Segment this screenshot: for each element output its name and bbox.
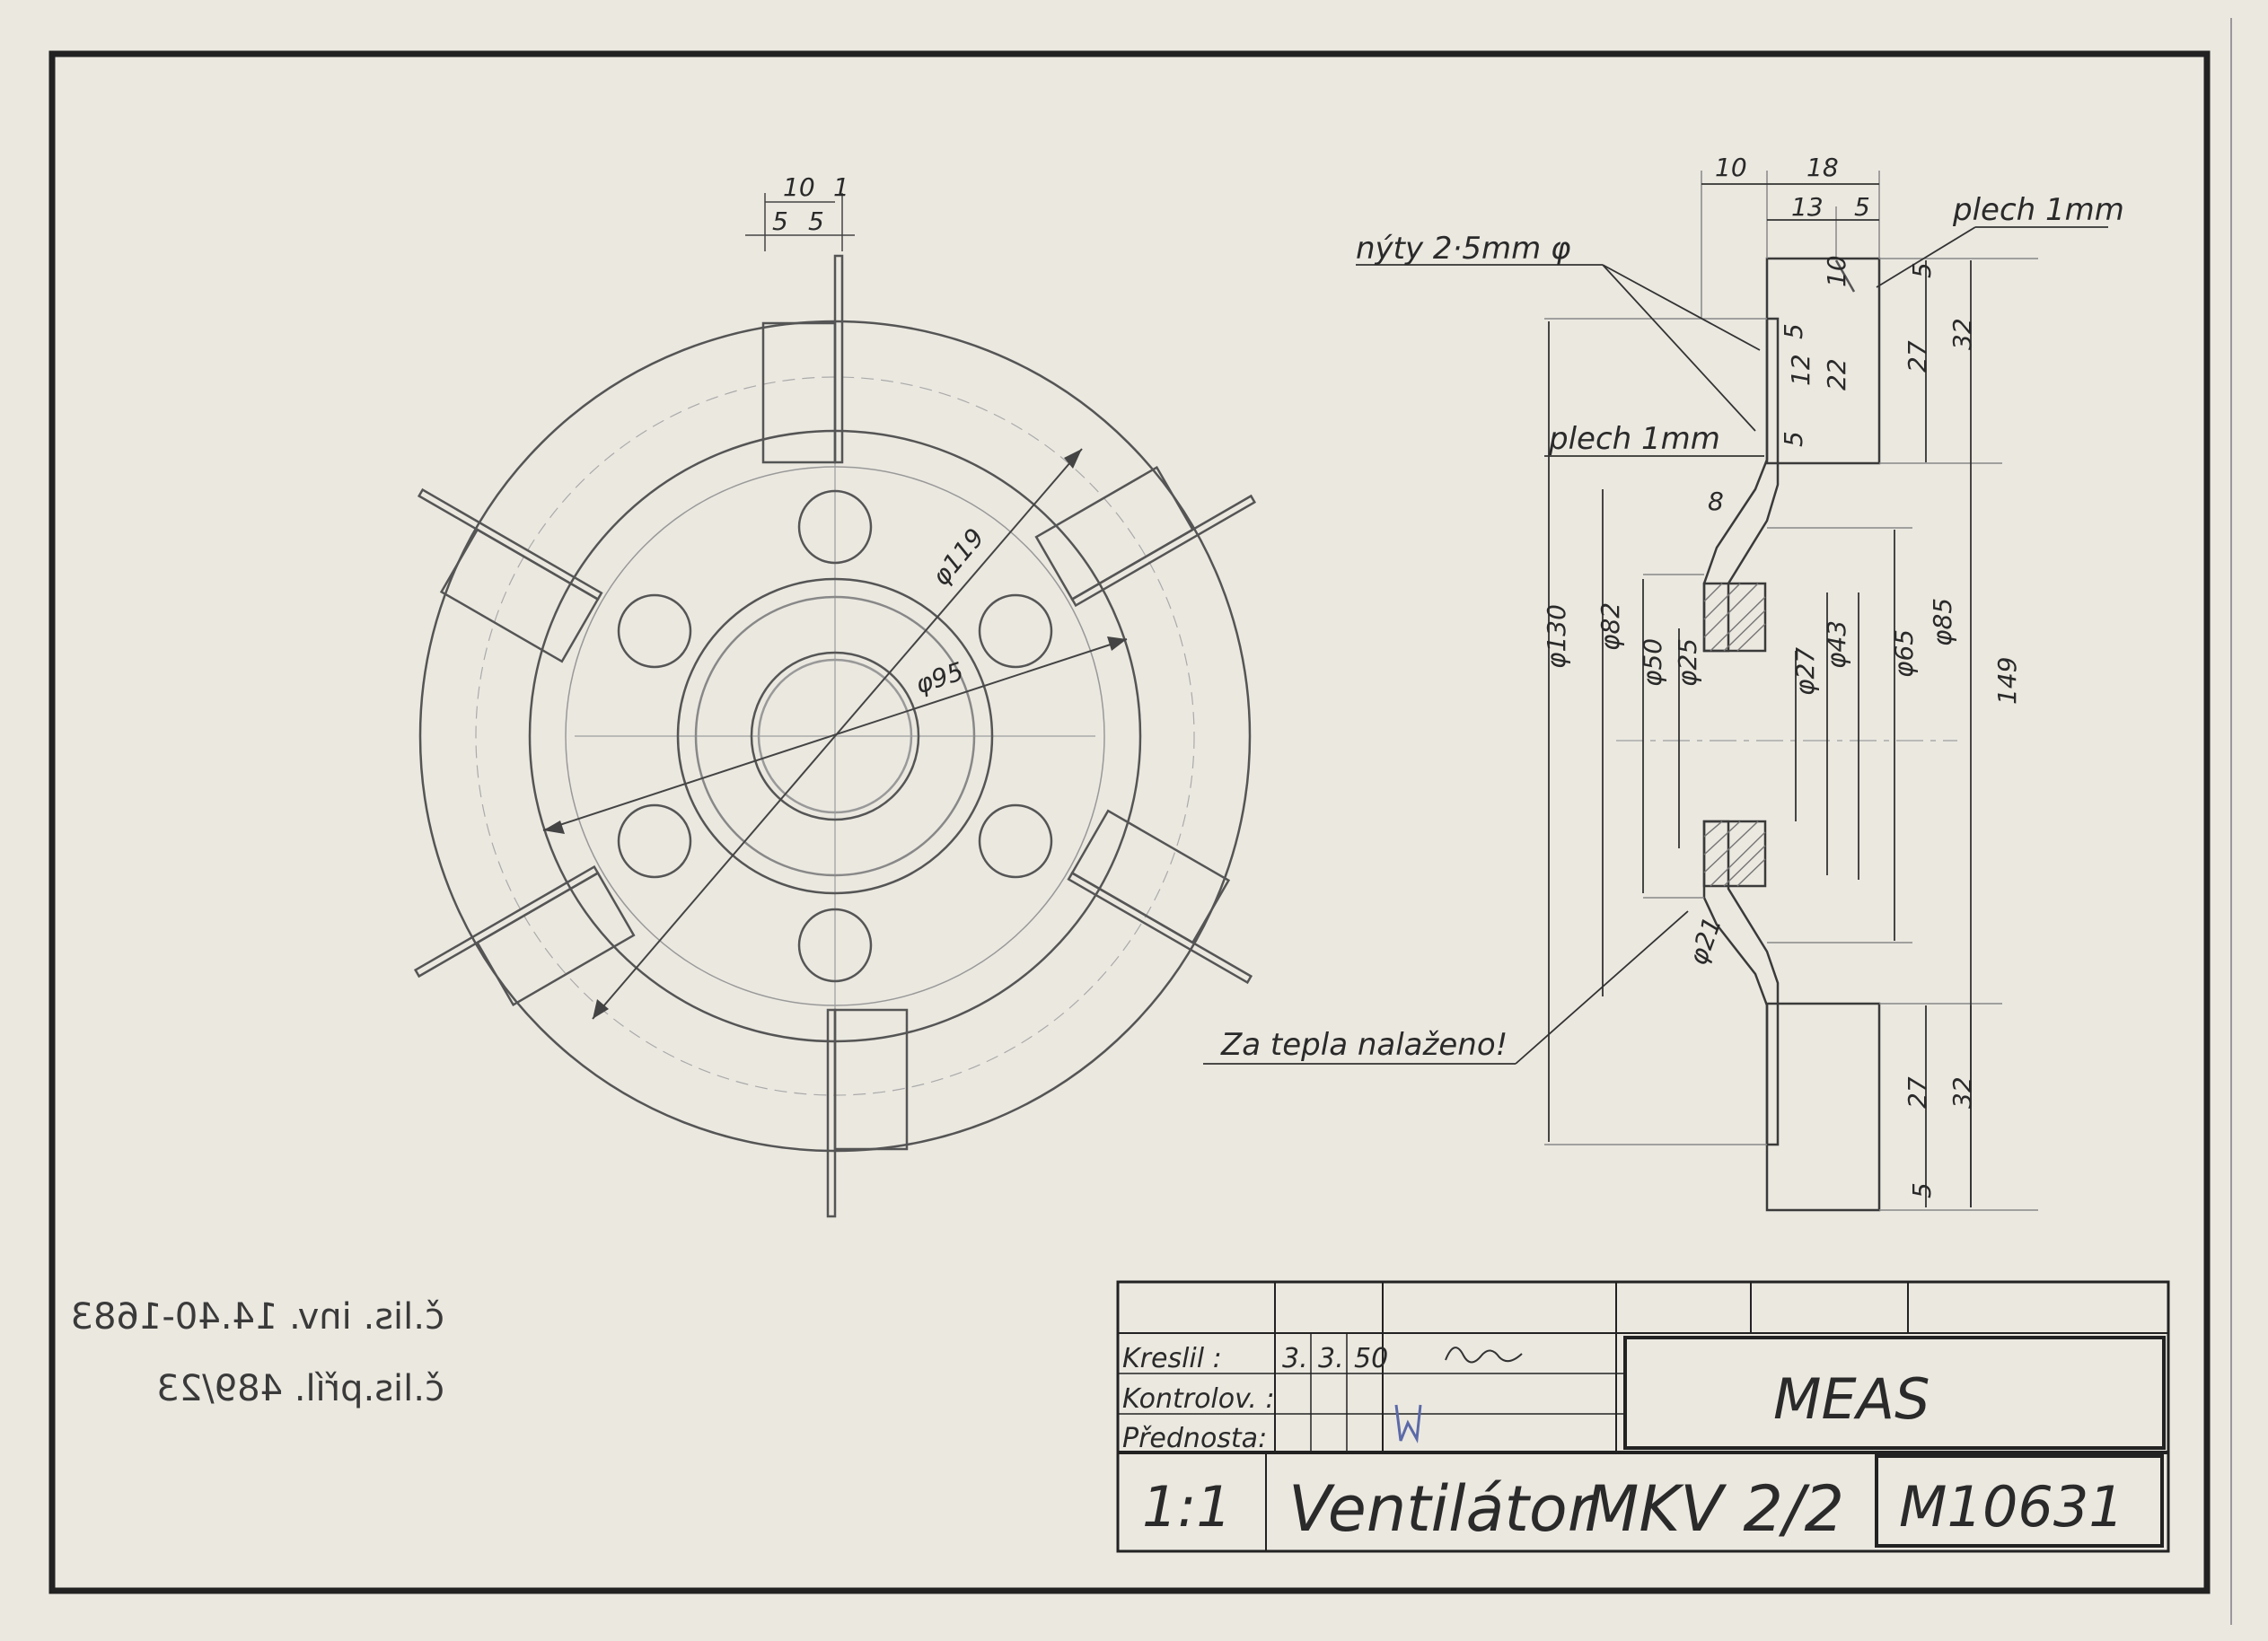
title-date-year: 50 [1354,1343,1388,1374]
dim-d50: φ50 [1638,638,1667,687]
title-scale: 1:1 [1142,1474,1232,1540]
dim-d130: φ130 [1542,604,1571,669]
dim-v-10: 10 [1822,255,1851,287]
dim-l149: 149 [1992,657,2022,705]
fan-blade [413,864,636,1006]
dim-side-13: 13 [1791,192,1824,222]
title-model: MKV 2/2 [1585,1472,1844,1546]
hub-outer-circle [676,577,994,895]
dim-top-5a: 5 [772,206,788,236]
fan-blade [826,1008,909,1218]
dim-v-5c: 5 [1779,431,1808,447]
title-checked-label: Kontrolov. : [1122,1383,1275,1415]
bolt-hole [617,593,692,669]
title-drawing-number: M10631 [1899,1474,2124,1540]
note-sheet-mid: plech 1mm [1548,421,1720,457]
note-rivets: nýty 2·5mm φ [1356,231,1571,267]
fan-blade [1034,466,1257,608]
dim-d65: φ65 [1889,629,1919,678]
title-date-month: 3. [1318,1343,1344,1374]
dim-v-32b: 32 [1947,1076,1977,1109]
bolt-hole [797,908,873,983]
title-drawn-label: Kreslil : [1122,1343,1222,1374]
drawn-signature [1445,1347,1523,1364]
bolt-hole [797,489,873,565]
note-sheet-top: plech 1mm [1952,192,2124,228]
dim-top-5b: 5 [808,206,824,236]
dim-v-32a: 32 [1947,318,1977,350]
dim-v-12: 12 [1786,354,1815,386]
dim-side-18: 18 [1806,153,1839,182]
title-company: MEAS [1773,1366,1930,1432]
drawing-border [48,50,2211,1594]
dim-d27: φ27 [1790,647,1820,696]
front-view [413,193,1257,1218]
dim-v-5b: 5 [1779,323,1808,339]
note-hot-fit: Za tepla nalaženo! [1220,1027,1508,1063]
dim-top-10: 10 [783,172,815,202]
dim-d85: φ85 [1928,598,1957,646]
dim-v-5d: 5 [1907,1182,1937,1198]
bolt-hole [617,803,692,879]
dim-v-22: 22 [1822,358,1851,391]
hub-bore-circle [750,651,920,821]
bolt-hole [978,803,1053,879]
dim-v-8: 8 [1708,487,1724,516]
dim-side-10: 10 [1715,153,1747,182]
margin-notes: č.lis. inv. 14.40-1683 č.lis.příl. 489/2… [71,1296,444,1409]
dim-top-1: 1 [833,172,849,202]
dim-side-5: 5 [1854,192,1870,222]
dim-v-27a: 27 [1903,340,1932,373]
title-head-label: Přednosta: [1122,1423,1267,1454]
fan-blade [1067,809,1253,985]
title-block [1116,1280,2170,1553]
dim-v-27b: 27 [1903,1076,1932,1109]
margin-note-1: č.lis. inv. 14.40-1683 [71,1296,444,1338]
margin-note-2: č.lis.příl. 489/23 [156,1368,444,1409]
dim-d43: φ43 [1822,620,1851,669]
checked-signature [1394,1404,1422,1444]
fan-blade [761,254,844,464]
title-date-day: 3. [1282,1343,1308,1374]
bolt-hole [978,593,1053,669]
fan-blade [417,487,603,663]
title-part-name: Ventilátor [1288,1472,1597,1546]
hub-section-top [1702,582,1767,653]
dim-v-5a: 5 [1907,262,1937,278]
dim-d82: φ82 [1596,602,1625,651]
section-view [1203,171,2108,1212]
dim-d25: φ25 [1673,638,1702,687]
